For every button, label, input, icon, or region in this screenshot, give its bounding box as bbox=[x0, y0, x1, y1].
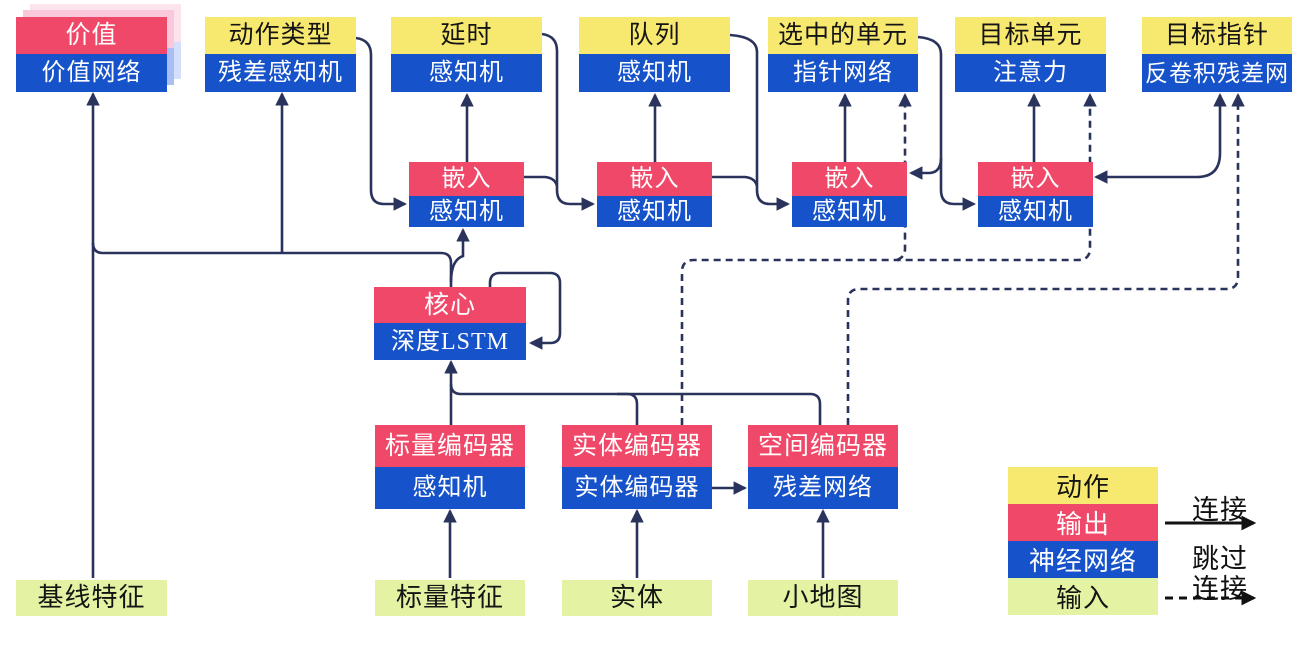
skip-entity-to-pointer bbox=[896, 92, 912, 262]
node-entity-encoder-output: 实体编码器 bbox=[562, 425, 712, 467]
node-embed-4-output: 嵌入 bbox=[978, 162, 1093, 196]
node-embed-1: 嵌入 感知机 bbox=[409, 162, 524, 227]
node-scalar-features: 标量特征 bbox=[375, 580, 525, 616]
edge-spatial-bus bbox=[449, 383, 822, 425]
node-queue-network: 感知机 bbox=[579, 54, 730, 92]
skip-spatial-to-deconv bbox=[846, 92, 1245, 425]
node-action-type-action: 动作类型 bbox=[205, 17, 356, 54]
legend-network: 神经网络 bbox=[1008, 541, 1158, 578]
node-value-output: 价值 bbox=[16, 17, 167, 54]
node-action-type: 动作类型 残差感知机 bbox=[205, 17, 356, 92]
node-embed-2: 嵌入 感知机 bbox=[597, 162, 712, 227]
node-delay-action: 延时 bbox=[391, 17, 542, 54]
node-queue: 队列 感知机 bbox=[579, 17, 730, 92]
node-embed-1-output: 嵌入 bbox=[409, 162, 524, 196]
node-core-network: 深度LSTM bbox=[374, 323, 526, 360]
node-selected-units: 选中的单元 指针网络 bbox=[768, 17, 918, 92]
legend-connection-label: 连接 bbox=[1192, 495, 1248, 525]
node-core-output: 核心 bbox=[374, 287, 526, 323]
edge-delay-to-embed2 bbox=[541, 32, 596, 211]
node-baseline-features: 基线特征 bbox=[16, 580, 167, 616]
node-embed-3: 嵌入 感知机 bbox=[792, 162, 907, 227]
node-target-unit-action: 目标单元 bbox=[955, 17, 1106, 54]
node-target-point: 目标指针 反卷积残差网 bbox=[1142, 17, 1292, 92]
skip-entity-to-attention bbox=[680, 92, 1097, 425]
legend-output: 输出 bbox=[1008, 504, 1158, 541]
node-embed-4-network: 感知机 bbox=[978, 196, 1093, 227]
node-embed-3-output: 嵌入 bbox=[792, 162, 907, 196]
node-embed-2-output: 嵌入 bbox=[597, 162, 712, 196]
edge-branch-to-embed3 bbox=[908, 157, 943, 180]
legend-skip-label-line2: 连接 bbox=[1192, 574, 1248, 604]
node-embed-3-network: 感知机 bbox=[792, 196, 907, 227]
edge-embed1-merge bbox=[524, 175, 559, 187]
node-entities: 实体 bbox=[562, 580, 712, 616]
node-action-type-network: 残差感知机 bbox=[205, 54, 356, 92]
node-scalar-encoder-network: 感知机 bbox=[375, 467, 525, 509]
node-target-point-network: 反卷积残差网 bbox=[1142, 54, 1292, 92]
edge-entity-bus-join bbox=[617, 392, 639, 425]
edge-embed4-to-deconv bbox=[1093, 92, 1227, 184]
edge-queue-to-embed3 bbox=[729, 33, 791, 211]
node-selected-units-action: 选中的单元 bbox=[768, 17, 918, 54]
node-embed-1-network: 感知机 bbox=[409, 196, 524, 227]
node-delay: 延时 感知机 bbox=[391, 17, 542, 92]
edge-core-out-left bbox=[91, 242, 453, 287]
node-value: 价值 价值网络 bbox=[16, 17, 167, 92]
node-spatial-encoder-output: 空间编码器 bbox=[748, 425, 898, 467]
edge-actiontype-to-embed1 bbox=[355, 36, 408, 211]
legend-skip-label-line1: 跳过 bbox=[1192, 544, 1248, 574]
node-spatial-encoder-network: 残差网络 bbox=[748, 467, 898, 509]
node-core: 核心 深度LSTM bbox=[374, 287, 526, 360]
edge-core-to-embed1 bbox=[449, 227, 470, 283]
node-delay-network: 感知机 bbox=[391, 54, 542, 92]
node-value-network: 价值网络 bbox=[16, 54, 167, 92]
node-scalar-encoder-output: 标量编码器 bbox=[375, 425, 525, 467]
legend-color-key: 动作 输出 神经网络 输入 bbox=[1008, 467, 1158, 615]
edge-selected-to-embed4 bbox=[917, 35, 977, 211]
node-selected-units-network: 指针网络 bbox=[768, 54, 918, 92]
legend-input: 输入 bbox=[1008, 578, 1158, 615]
edge-embed2-merge bbox=[712, 175, 759, 187]
node-target-unit-network: 注意力 bbox=[955, 54, 1106, 92]
node-entity-encoder-network: 实体编码器 bbox=[562, 467, 712, 509]
node-entity-encoder: 实体编码器 实体编码器 bbox=[562, 425, 712, 509]
node-target-unit: 目标单元 注意力 bbox=[955, 17, 1106, 92]
node-embed-2-network: 感知机 bbox=[597, 196, 712, 227]
legend-action: 动作 bbox=[1008, 467, 1158, 504]
node-queue-action: 队列 bbox=[579, 17, 730, 54]
node-spatial-encoder: 空间编码器 残差网络 bbox=[748, 425, 898, 509]
edge-core-self-loop bbox=[488, 271, 562, 350]
node-scalar-encoder: 标量编码器 感知机 bbox=[375, 425, 525, 509]
node-target-point-action: 目标指针 bbox=[1142, 17, 1292, 54]
node-minimap: 小地图 bbox=[748, 580, 898, 616]
node-embed-4: 嵌入 感知机 bbox=[978, 162, 1093, 227]
